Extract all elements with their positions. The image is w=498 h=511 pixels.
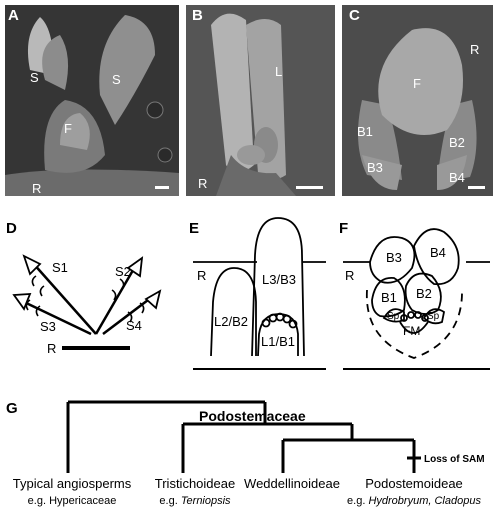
panel-a-letter: A — [8, 7, 19, 24]
label-d-shoot-1: S1 — [52, 260, 68, 275]
label-e-l3b3: L3/B3 — [262, 272, 296, 287]
panel-f-letter: F — [339, 220, 348, 237]
label-c-bract-1: B1 — [357, 124, 373, 139]
label-c-bract-4: B4 — [449, 170, 465, 185]
label-f-root: R — [345, 268, 354, 283]
family-label: Podostemaceae — [199, 408, 306, 424]
taxon-weddellinoideae: Weddellinoideae — [244, 476, 340, 491]
label-d-shoot-3: S3 — [40, 319, 56, 334]
scale-bar-c — [468, 186, 485, 189]
label-f-bract-1: B1 — [381, 290, 397, 305]
scale-bar-a — [155, 186, 169, 189]
label-e-l1b1: L1/B1 — [261, 334, 295, 349]
label-c-bract-2: B2 — [449, 135, 465, 150]
panel-a-shoot-drawing — [5, 5, 179, 196]
example-typical-angiosperms: e.g. Hypericaceae — [28, 495, 117, 507]
panel-e-shoot-diagram — [193, 217, 326, 370]
example-name-terniopsis: Terniopsis — [181, 495, 231, 507]
label-c-flower: F — [413, 76, 421, 91]
label-f-bract-3: B3 — [386, 250, 402, 265]
panel-f-floral-diagram — [343, 228, 490, 370]
panel-c-flower-drawing — [342, 5, 493, 196]
taxon-typical-angiosperms: Typical angiosperms — [13, 476, 132, 491]
loss-of-sam-label: Loss of SAM — [424, 454, 485, 465]
panel-a-micrograph: S S F R — [5, 5, 179, 196]
panel-b-leaf-drawing — [186, 5, 335, 196]
label-f-floral-meristem: FM — [403, 324, 420, 338]
example-podostemoideae: e.g. Hydrobryum, Cladopus — [347, 495, 481, 507]
label-a-shoot-left: S — [30, 70, 39, 85]
label-e-root: R — [197, 268, 206, 283]
label-d-root: R — [47, 341, 56, 356]
scale-bar-b — [296, 186, 323, 189]
label-b-leaf: L — [275, 64, 283, 79]
label-b-root: R — [198, 176, 208, 191]
panel-b-letter: B — [192, 7, 203, 24]
phylogeny-tree — [66, 400, 421, 473]
panel-c-micrograph: F R B1 B2 B3 B4 — [342, 5, 493, 196]
label-a-flower: F — [64, 121, 72, 136]
panel-g-letter: G — [6, 400, 18, 417]
label-f-sp-right: Sp — [427, 311, 440, 322]
taxon-tristichoideae: Tristichoideae — [155, 476, 235, 491]
panel-b-micrograph: L R — [186, 5, 335, 196]
label-d-shoot-2: S2 — [115, 264, 131, 279]
panel-e-letter: E — [189, 220, 199, 237]
label-a-shoot-right: S — [112, 72, 121, 87]
label-f-sp-left: Sp — [387, 311, 400, 322]
taxon-podostemoideae: Podostemoideae — [365, 476, 463, 491]
panel-d-shoot-diagram — [12, 254, 162, 350]
example-name-hypericaceae: Hypericaceae — [49, 495, 116, 507]
label-a-root: R — [32, 181, 42, 196]
label-c-bract-3: B3 — [367, 160, 383, 175]
label-e-l2b2: L2/B2 — [214, 314, 248, 329]
label-f-bract-4: B4 — [430, 245, 446, 260]
panel-d-letter: D — [6, 220, 17, 237]
label-c-root: R — [470, 42, 480, 57]
example-tristichoideae: e.g. Terniopsis — [159, 495, 231, 507]
label-d-shoot-4: S4 — [126, 318, 142, 333]
example-name-hydrobryum-cladopus: Hydrobryum, Cladopus — [368, 495, 481, 507]
panel-c-letter: C — [349, 7, 360, 24]
label-f-bract-2: B2 — [416, 286, 432, 301]
